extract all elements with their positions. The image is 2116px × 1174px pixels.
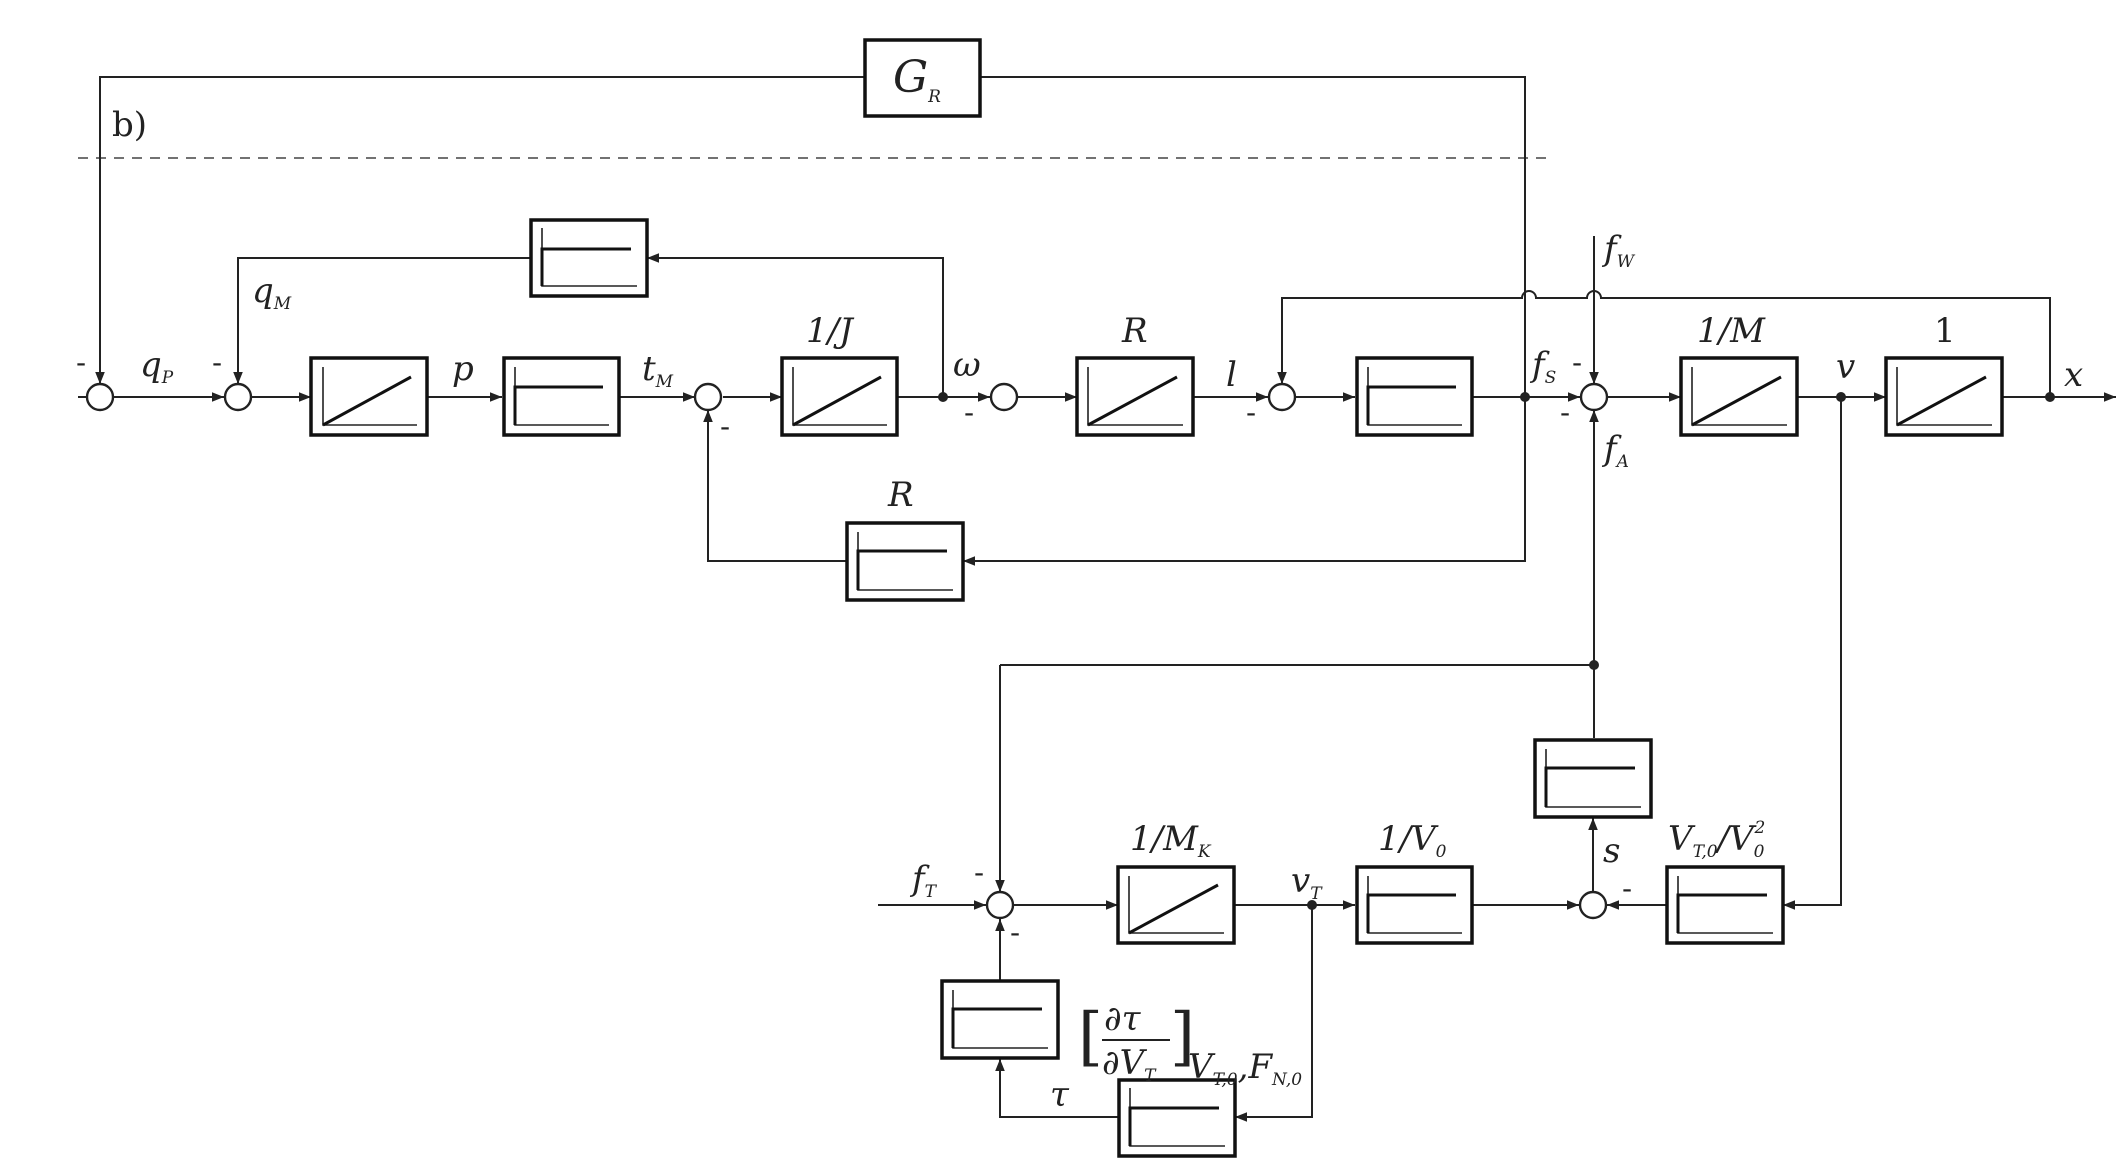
svg-text:-: - [1560,396,1570,429]
sum-junction-l [1267,382,1297,412]
label-dtau-dvt: [ ∂τ ∂VT ] VT,0,FN,0 [1078,999,1302,1090]
label-tm: tM [642,349,674,392]
gain-block-dtau [1117,1078,1237,1158]
svg-text:-: - [720,410,730,443]
label-omega: ω [953,345,981,385]
signal-wires [78,76,2116,1122]
gain-block-p [502,356,621,437]
label-vt0-v0sq: VT,0/V02 [1668,818,1765,862]
label-s: s [1603,831,1620,871]
svg-text:]: ] [1170,1000,1195,1074]
integrator-block-1 [309,356,429,437]
svg-text:∂τ: ∂τ [1104,999,1142,1039]
label-fw: fW [1601,229,1636,272]
sum-junction-qp [85,382,115,412]
label-qp: qP [140,345,174,388]
label-x: x [2064,355,2083,395]
gain-block-qm-feedback [529,218,649,298]
sum-junction-omega [989,382,1019,412]
svg-text:[: [ [1078,1000,1103,1074]
label-v: v [1836,347,1855,387]
sum-junction-ft [985,890,1015,920]
gain-blocks [502,218,1785,1158]
label-l: l [1226,355,1237,395]
label-r-top: R [1121,311,1148,351]
svg-text:-: - [1010,916,1020,949]
integrator-block-inv-m [1679,356,1799,437]
label-vt: vT [1291,861,1323,904]
gain-block-inv-v0 [1355,865,1474,945]
gain-block-tau-feedback [940,979,1060,1060]
label-fs: fS [1529,345,1556,388]
integrator-block-inv-mk [1116,865,1236,945]
integrator-block-inv-j [780,356,899,437]
svg-text:-: - [974,856,984,889]
svg-text:VT,0,FN,0: VT,0,FN,0 [1188,1047,1302,1090]
gain-block-vt0-v0sq [1665,865,1785,945]
summing-junctions [85,382,1609,920]
svg-text:∂VT: ∂VT [1102,1043,1157,1086]
svg-text:-: - [1246,396,1256,429]
integrator-blocks [309,356,2004,945]
label-inv-mk: 1/MK [1130,819,1212,862]
integrator-block-one [1884,356,2004,437]
sum-junction-tm [693,382,723,412]
controller-block [863,38,982,118]
label-p: p [452,349,474,389]
gain-block-l [1355,356,1474,437]
integrator-block-r [1075,356,1195,437]
sum-junction-s [1578,890,1608,920]
minus-signs: - - - - - - - - - - [76,346,1632,949]
svg-text:-: - [1572,346,1582,379]
label-fa: fA [1601,429,1629,472]
label-one: 1 [1934,311,1956,351]
label-ft: fT [909,859,938,902]
label-inv-v0: 1/V0 [1378,819,1447,862]
svg-text:-: - [76,346,86,379]
gain-block-stiffness [1533,738,1653,819]
label-tau: τ [1050,1075,1070,1115]
panel-label: b) [112,105,147,145]
svg-text:-: - [1622,872,1632,905]
svg-text:-: - [964,396,974,429]
junction-dots [938,392,2055,910]
sum-junction-qm [223,382,253,412]
label-r-bottom: R [887,475,914,515]
label-qm: qM [252,271,292,314]
svg-text:-: - [212,346,222,379]
label-inv-m: 1/M [1697,311,1766,351]
gain-block-r-feedback [845,521,965,602]
sum-junction-force [1579,382,1609,412]
label-inv-j: 1/J [806,311,855,351]
controller-label: GR [893,52,941,107]
